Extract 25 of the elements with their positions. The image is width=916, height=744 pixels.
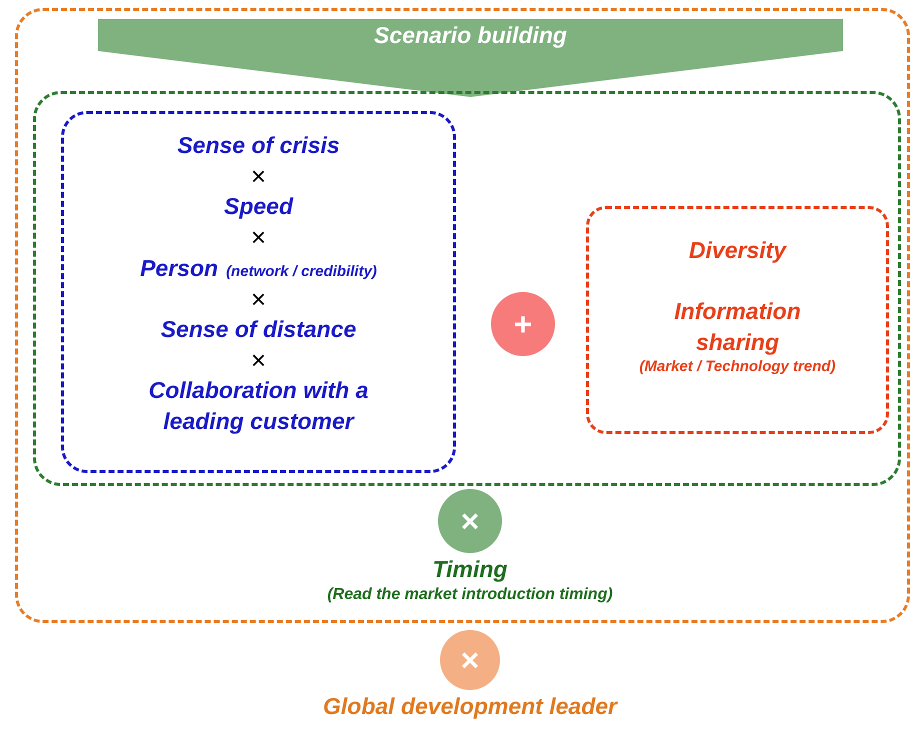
banner-title: Scenario building <box>373 22 568 49</box>
factor-list-box <box>61 111 456 473</box>
inner-dashed-frame <box>33 91 901 486</box>
factor-label: Sense of distance <box>160 315 358 344</box>
factor-label: Person <box>140 254 218 283</box>
caption-title: Global development leader <box>323 692 617 721</box>
trend-note: (Market / Technology trend) <box>639 358 836 375</box>
outer-dashed-frame <box>15 8 910 623</box>
factor-label: Collaboration with a leading customer <box>148 376 370 436</box>
caption-note: (Read the market introduction timing) <box>327 585 613 605</box>
circle-sign: × <box>460 642 480 678</box>
info-label: Diversity <box>688 236 788 265</box>
factor-note: (network / credibility) <box>226 263 377 280</box>
multiply-sign: × <box>250 284 266 314</box>
info-label: Information sharing <box>673 297 802 357</box>
factor-label: Speed <box>222 192 294 221</box>
circle-sign: + <box>514 306 532 342</box>
factor-label: Sense of crisis <box>176 131 341 160</box>
caption-title: Timing <box>432 555 508 584</box>
banner-arrow <box>98 19 843 97</box>
multiply-sign: × <box>250 345 266 375</box>
multiply-sign: × <box>250 161 266 191</box>
circle-sign: × <box>460 502 480 540</box>
info-box <box>586 206 889 434</box>
multiply-sign: × <box>250 222 266 252</box>
